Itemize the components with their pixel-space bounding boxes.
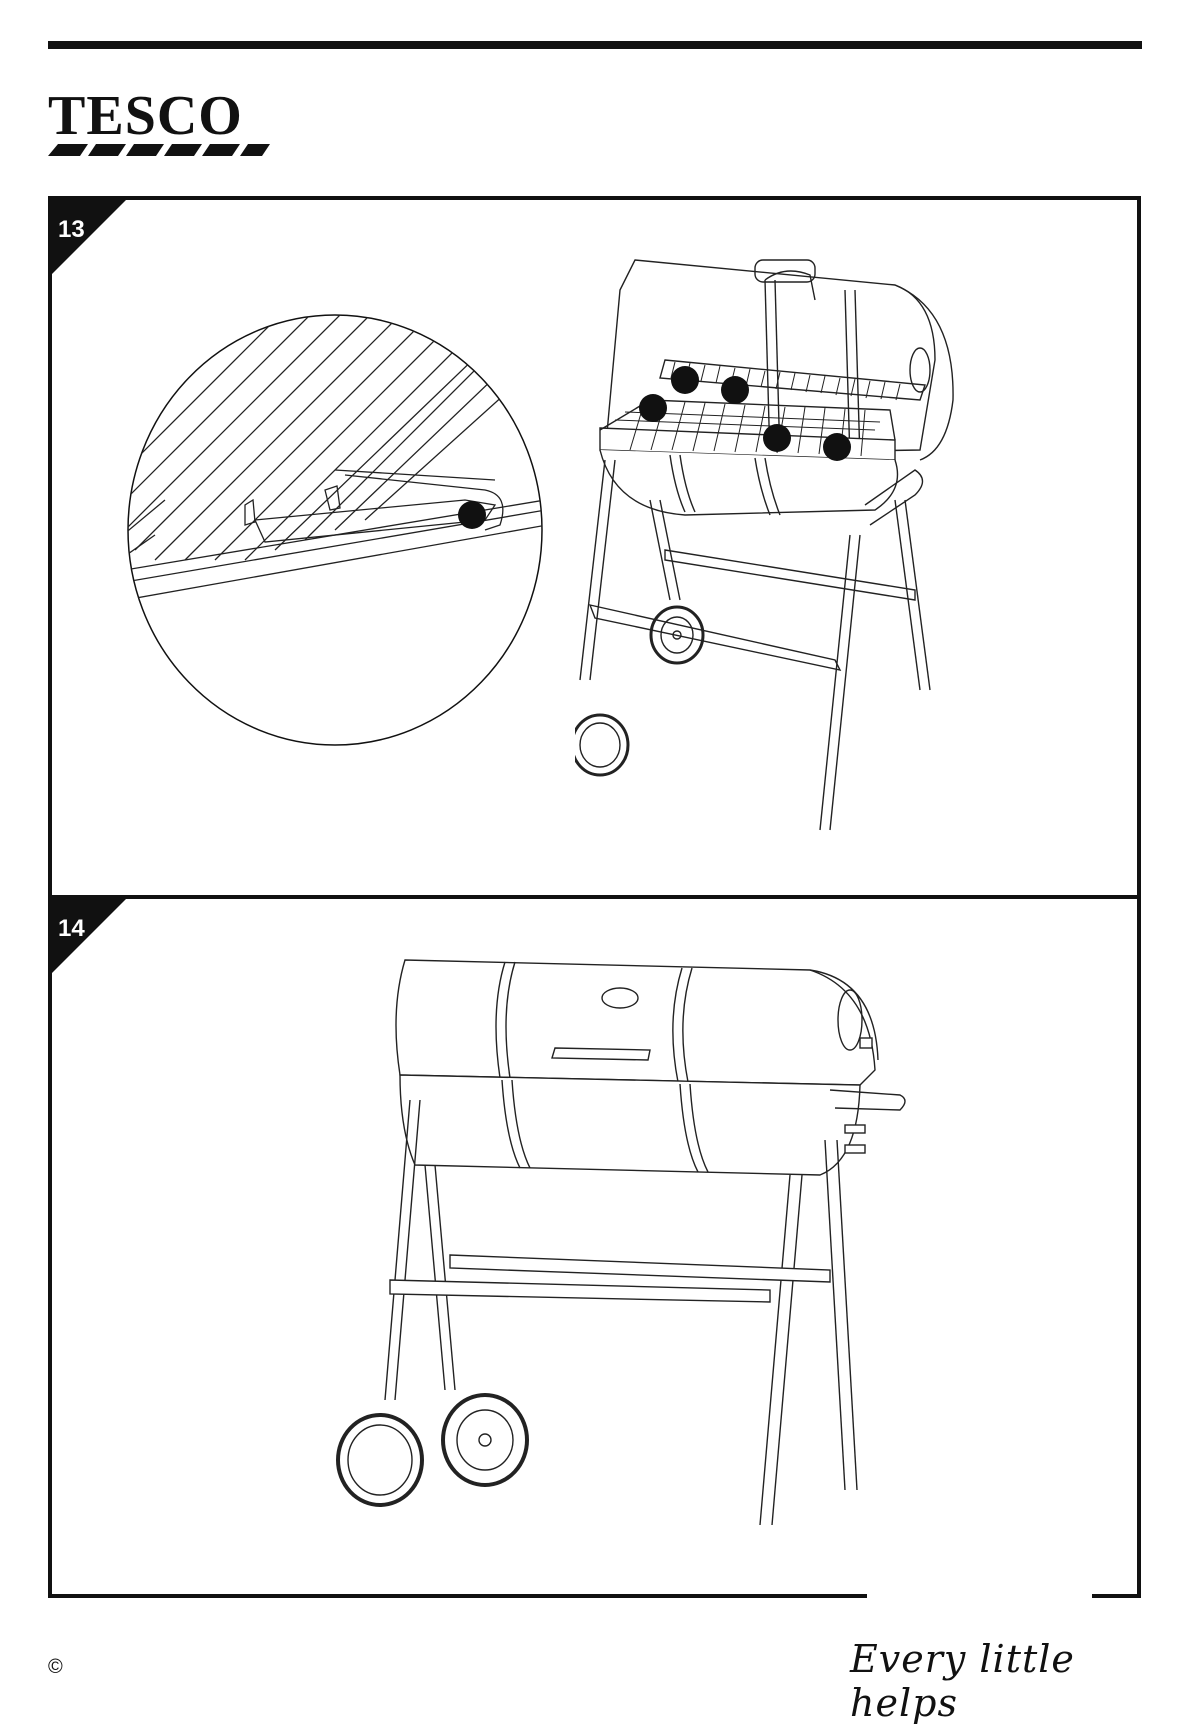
copyright-symbol: © xyxy=(48,1657,63,1677)
brand-logo-text: TESCO xyxy=(48,90,243,142)
brand-logo: TESCO xyxy=(48,90,270,156)
logo-stripes-icon xyxy=(48,144,270,156)
bbq-grill-open-illustration xyxy=(575,250,1015,850)
bbq-grill-closed-illustration xyxy=(330,950,920,1540)
step-13-number: 13 xyxy=(58,218,85,242)
magnified-grate-detail-illustration xyxy=(125,310,545,750)
step-14-number: 14 xyxy=(58,917,85,941)
footer-frame-gap xyxy=(867,1594,1092,1602)
slogan-text: Every little helps xyxy=(850,1637,1192,1725)
top-rule xyxy=(48,41,1142,49)
